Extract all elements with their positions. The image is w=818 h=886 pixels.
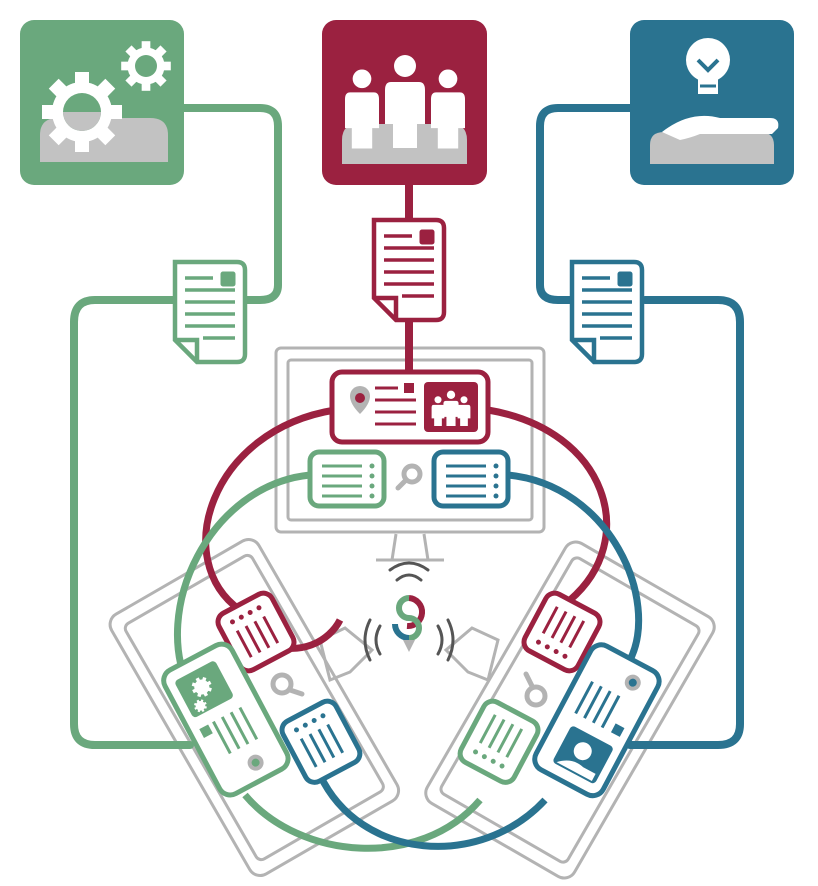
green-document-icon xyxy=(175,262,245,362)
red-document-icon xyxy=(374,220,444,320)
monitor-profile-card xyxy=(329,369,491,445)
left-tablet-blue-card xyxy=(279,698,363,785)
ideas-node xyxy=(630,20,794,185)
location-pin-icon xyxy=(350,386,370,414)
left-tablet-green-panel xyxy=(161,641,291,798)
people-node xyxy=(322,20,487,185)
blue-document-icon xyxy=(572,262,642,362)
speaker-right xyxy=(443,626,500,683)
sound-waves xyxy=(363,561,455,662)
magnifier-icon xyxy=(395,463,423,491)
right-tablet-red-card xyxy=(521,590,603,674)
gears-icon xyxy=(42,41,171,152)
monitor-blue-card xyxy=(431,449,511,509)
blue-ring xyxy=(316,471,642,850)
monitor-green-card xyxy=(307,449,387,509)
left-tablet-magnifier-icon xyxy=(270,672,305,697)
settings-node xyxy=(20,20,184,185)
lightbulb-hand-icon xyxy=(662,38,779,140)
green-connector xyxy=(70,104,282,749)
blue-connector xyxy=(536,104,744,749)
speaker-left xyxy=(318,626,375,683)
s-logo-icon xyxy=(392,595,426,652)
right-tablet-blue-panel xyxy=(532,642,662,799)
right-tablet-magnifier-icon xyxy=(523,671,548,708)
right-tablet-green-card xyxy=(457,698,541,785)
